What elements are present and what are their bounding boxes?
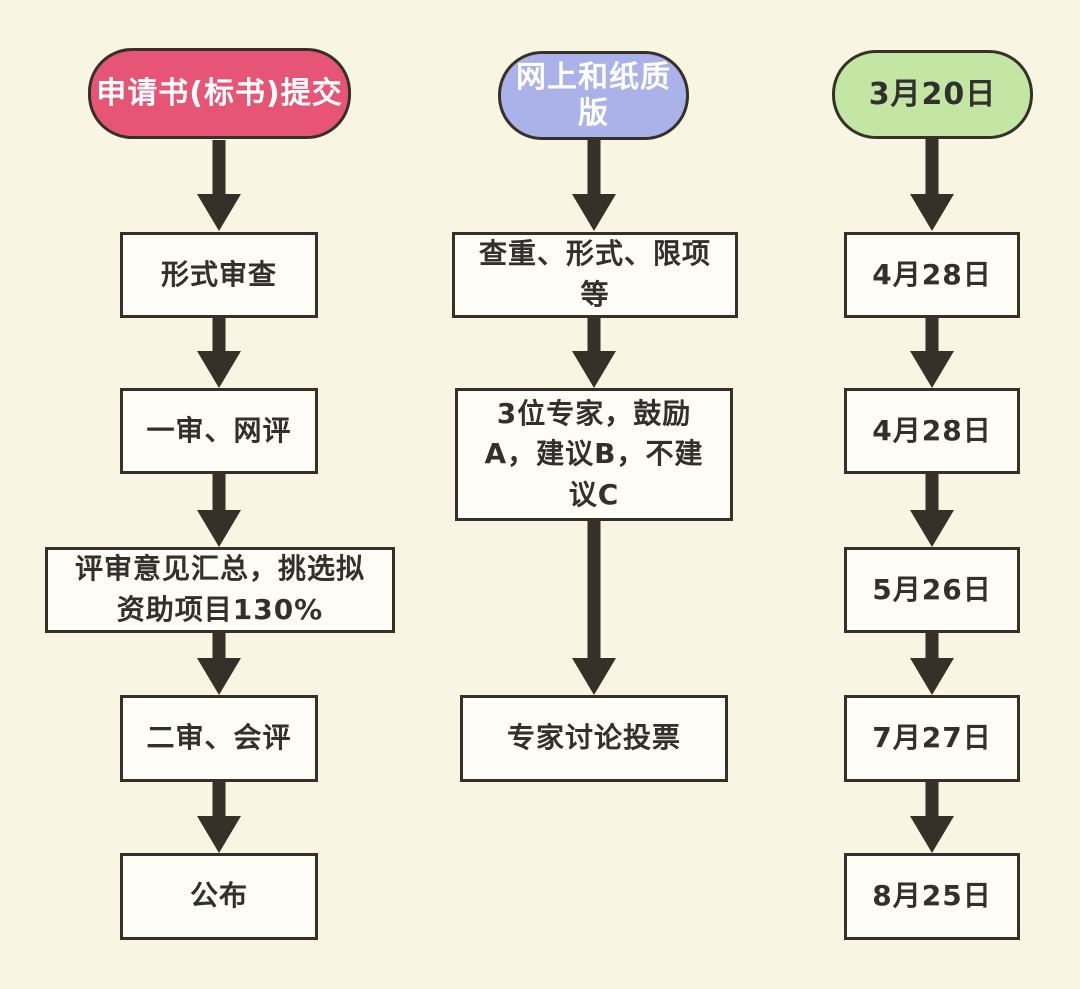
start-node-application-submission: 申请书(标书)提交 xyxy=(88,48,351,139)
down-arrow xyxy=(572,318,616,388)
node-date-august-25: 8月25日 xyxy=(844,853,1020,940)
node-formal-review-label: 形式审查 xyxy=(160,257,277,291)
down-arrow xyxy=(197,782,241,853)
down-arrow xyxy=(197,318,241,388)
node-expert-discussion-vote-label: 专家讨论投票 xyxy=(506,721,681,755)
start-node-date-march-20-label: 3月20日 xyxy=(868,76,997,112)
down-arrow xyxy=(910,139,954,231)
node-date-april-28-second-label: 4月28日 xyxy=(872,413,992,447)
node-formal-review: 形式审查 xyxy=(120,232,318,318)
down-arrow xyxy=(572,521,616,695)
start-node-application-submission-label: 申请书(标书)提交 xyxy=(96,75,343,111)
down-arrow xyxy=(910,633,954,695)
down-arrow xyxy=(910,474,954,547)
node-date-april-28-first-label: 4月28日 xyxy=(872,257,992,291)
node-three-experts-grading: 3位专家，鼓励A，建议B，不建议C xyxy=(455,388,733,521)
start-node-online-and-paper: 网上和纸质版 xyxy=(498,51,689,140)
node-announcement: 公布 xyxy=(120,853,318,940)
down-arrow xyxy=(197,140,241,231)
down-arrow xyxy=(197,633,241,695)
start-node-online-and-paper-label: 网上和纸质版 xyxy=(516,59,671,131)
node-date-july-27-label: 7月27日 xyxy=(872,721,992,755)
node-second-review-meeting: 二审、会评 xyxy=(120,695,318,782)
node-date-july-27: 7月27日 xyxy=(844,695,1020,782)
node-expert-discussion-vote: 专家讨论投票 xyxy=(460,695,728,782)
node-date-april-28-second: 4月28日 xyxy=(844,388,1020,474)
down-arrow xyxy=(910,318,954,388)
node-date-may-26-label: 5月26日 xyxy=(872,572,992,606)
node-first-review-online: 一审、网评 xyxy=(120,388,318,474)
node-date-may-26: 5月26日 xyxy=(844,547,1020,633)
node-first-review-online-label: 一审、网评 xyxy=(146,413,292,447)
node-date-april-28-first: 4月28日 xyxy=(844,232,1020,318)
node-duplicate-format-limit-check: 查重、形式、限项等 xyxy=(452,232,738,318)
down-arrow xyxy=(197,474,241,547)
node-review-summary: 评审意见汇总，挑选拟资助项目130% xyxy=(45,547,395,633)
node-review-summary-label: 评审意见汇总，挑选拟资助项目130% xyxy=(74,552,365,626)
node-announcement-label: 公布 xyxy=(189,879,248,913)
down-arrow xyxy=(572,140,616,231)
down-arrow xyxy=(910,782,954,853)
start-node-date-march-20: 3月20日 xyxy=(832,50,1033,139)
node-date-august-25-label: 8月25日 xyxy=(872,879,992,913)
node-duplicate-format-limit-check-label: 查重、形式、限项等 xyxy=(478,237,711,311)
node-three-experts-grading-label: 3位专家，鼓励A，建议B，不建议C xyxy=(484,396,704,511)
node-second-review-meeting-label: 二审、会评 xyxy=(146,721,292,755)
